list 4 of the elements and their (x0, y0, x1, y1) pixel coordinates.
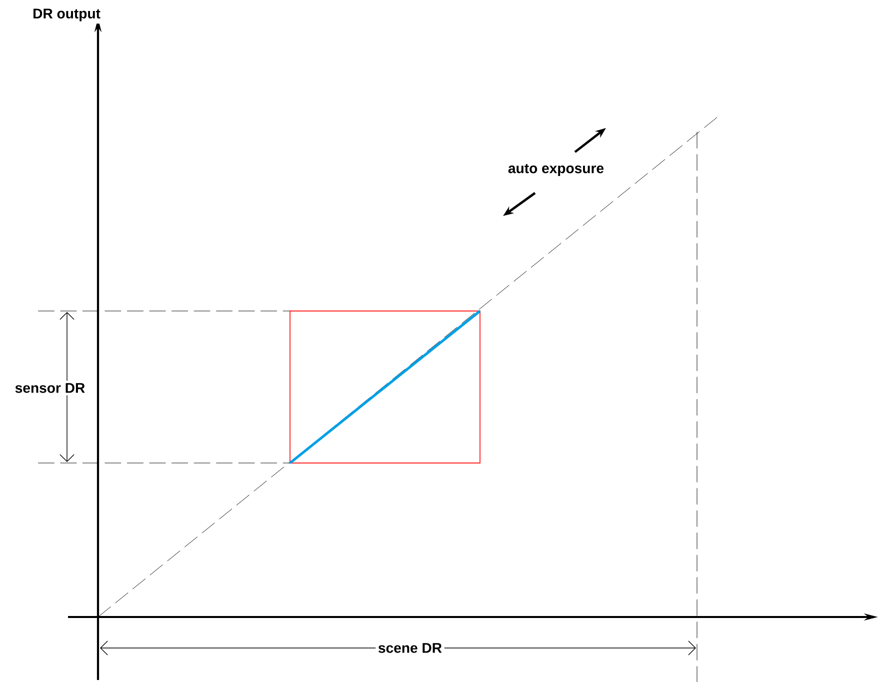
axis-label: sensor DR (12, 380, 88, 396)
axis-label: DR output (30, 6, 103, 24)
axis-label: scene DR (376, 640, 444, 656)
axis-label: auto exposure (506, 162, 606, 178)
